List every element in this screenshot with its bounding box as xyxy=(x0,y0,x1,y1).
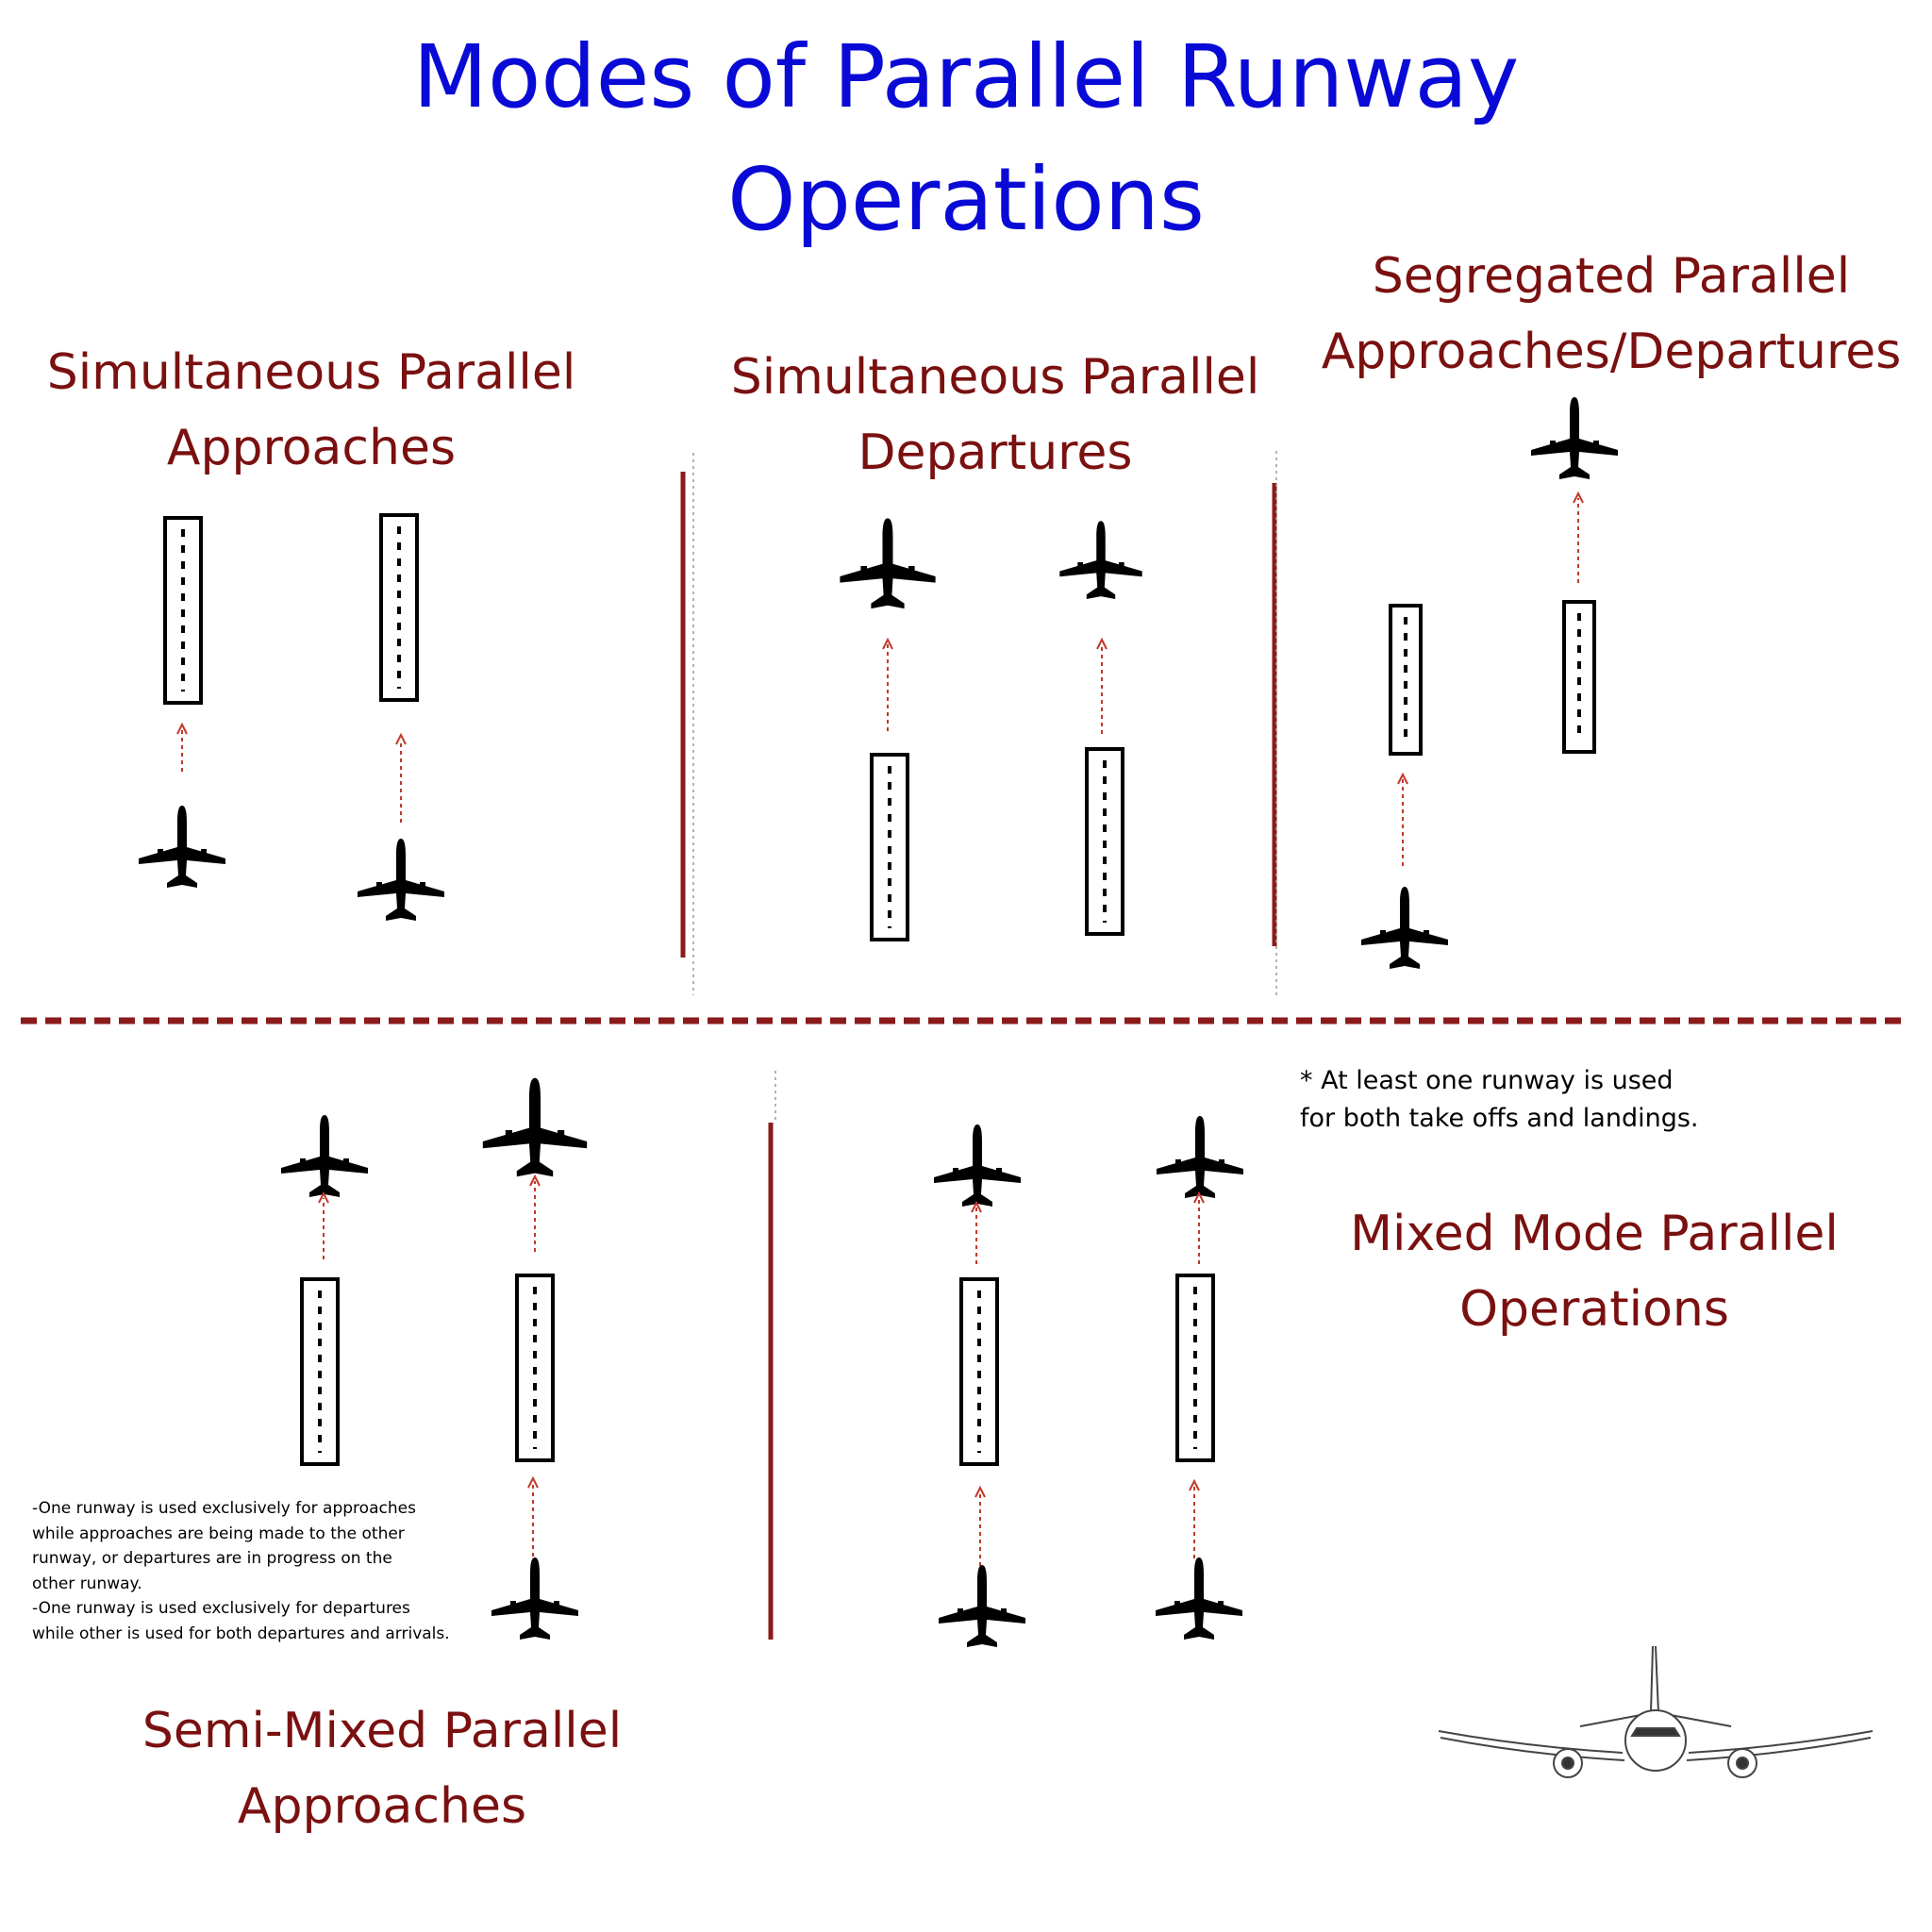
airplane-top-view-icon xyxy=(1156,1557,1242,1640)
note-line: * At least one runway is used xyxy=(1300,1066,1674,1095)
runway-icon xyxy=(1389,604,1423,756)
airplane-front-view-icon xyxy=(1438,1645,1874,1778)
arrow-head xyxy=(1573,491,1584,504)
airplane-top-view-icon xyxy=(1361,887,1448,969)
airplane-top-view-icon xyxy=(939,1565,1025,1647)
airplane-top-view-icon xyxy=(1157,1116,1243,1198)
note-line: while other is used for both departures … xyxy=(32,1624,450,1643)
airplane-top-view-icon xyxy=(139,806,225,888)
runway-icon xyxy=(515,1274,555,1462)
semi-mixed-note: -One runway is used exclusively for appr… xyxy=(32,1496,450,1646)
airplane-top-view-icon xyxy=(358,839,444,921)
heading-line: Segregated Parallel xyxy=(1372,248,1851,305)
airplane-top-view-icon xyxy=(1059,521,1142,599)
heading-line: Simultaneous Parallel xyxy=(46,344,576,401)
arrow-head xyxy=(1096,637,1108,650)
airplane-top-view-icon xyxy=(934,1124,1021,1207)
airplane-top-view-icon xyxy=(1531,397,1618,479)
runway-icon xyxy=(379,513,419,702)
airplane-top-view-icon xyxy=(281,1115,368,1197)
arrow-head xyxy=(318,1191,329,1204)
arrow-head xyxy=(971,1200,982,1213)
arrow-head xyxy=(1397,772,1408,785)
page-title-line2: Operations xyxy=(727,149,1205,250)
heading-segregated: Segregated Parallel Approaches/Departure… xyxy=(1292,239,1930,390)
arrow-head xyxy=(1189,1478,1200,1491)
mixed-mode-note: * At least one runway is used for both t… xyxy=(1300,1062,1699,1138)
heading-line: Mixed Mode Parallel xyxy=(1350,1206,1839,1262)
runway-icon xyxy=(1085,747,1124,936)
heading-line: Departures xyxy=(858,425,1133,481)
note-line: while approaches are being made to the o… xyxy=(32,1524,405,1543)
airplane-top-view-icon xyxy=(482,1077,588,1177)
arrow-head xyxy=(176,722,188,735)
page-title: Modes of Parallel Runway xyxy=(412,26,1520,127)
heading-line: Approaches xyxy=(166,420,457,476)
runway-icon xyxy=(959,1277,999,1466)
heading-line: Operations xyxy=(1459,1281,1729,1338)
heading-line: Approaches/Departures xyxy=(1321,324,1902,380)
runway-icon xyxy=(300,1277,340,1466)
note-line: runway, or departures are in progress on… xyxy=(32,1549,392,1568)
airplane-top-view-icon xyxy=(491,1557,578,1640)
arrow-head xyxy=(529,1174,541,1187)
airplane-top-view-icon xyxy=(840,518,936,609)
runway-icon xyxy=(870,753,909,941)
arrow-head xyxy=(1193,1191,1205,1204)
runway-icon xyxy=(1175,1274,1215,1462)
heading-line: Approaches xyxy=(237,1778,527,1835)
heading-semi-mixed: Semi-Mixed Parallel Approaches xyxy=(94,1693,670,1844)
arrow-head xyxy=(882,637,893,650)
arrow-head xyxy=(527,1475,539,1489)
note-line: for both take offs and landings. xyxy=(1300,1104,1699,1133)
runway-icon xyxy=(163,516,203,705)
arrow-head xyxy=(974,1485,986,1498)
note-line: -One runway is used exclusively for appr… xyxy=(32,1499,416,1518)
heading-mixed-mode: Mixed Mode Parallel Operations xyxy=(1302,1196,1887,1347)
note-line: other runway. xyxy=(32,1574,142,1593)
heading-sim-approaches: Simultaneous Parallel Approaches xyxy=(19,335,604,486)
heading-line: Semi-Mixed Parallel xyxy=(142,1703,623,1759)
note-line: -One runway is used exclusively for depa… xyxy=(32,1599,410,1618)
arrow-head xyxy=(395,732,407,745)
heading-line: Simultaneous Parallel xyxy=(730,349,1260,406)
heading-sim-departures: Simultaneous Parallel Departures xyxy=(703,340,1288,491)
runway-icon xyxy=(1562,600,1596,754)
